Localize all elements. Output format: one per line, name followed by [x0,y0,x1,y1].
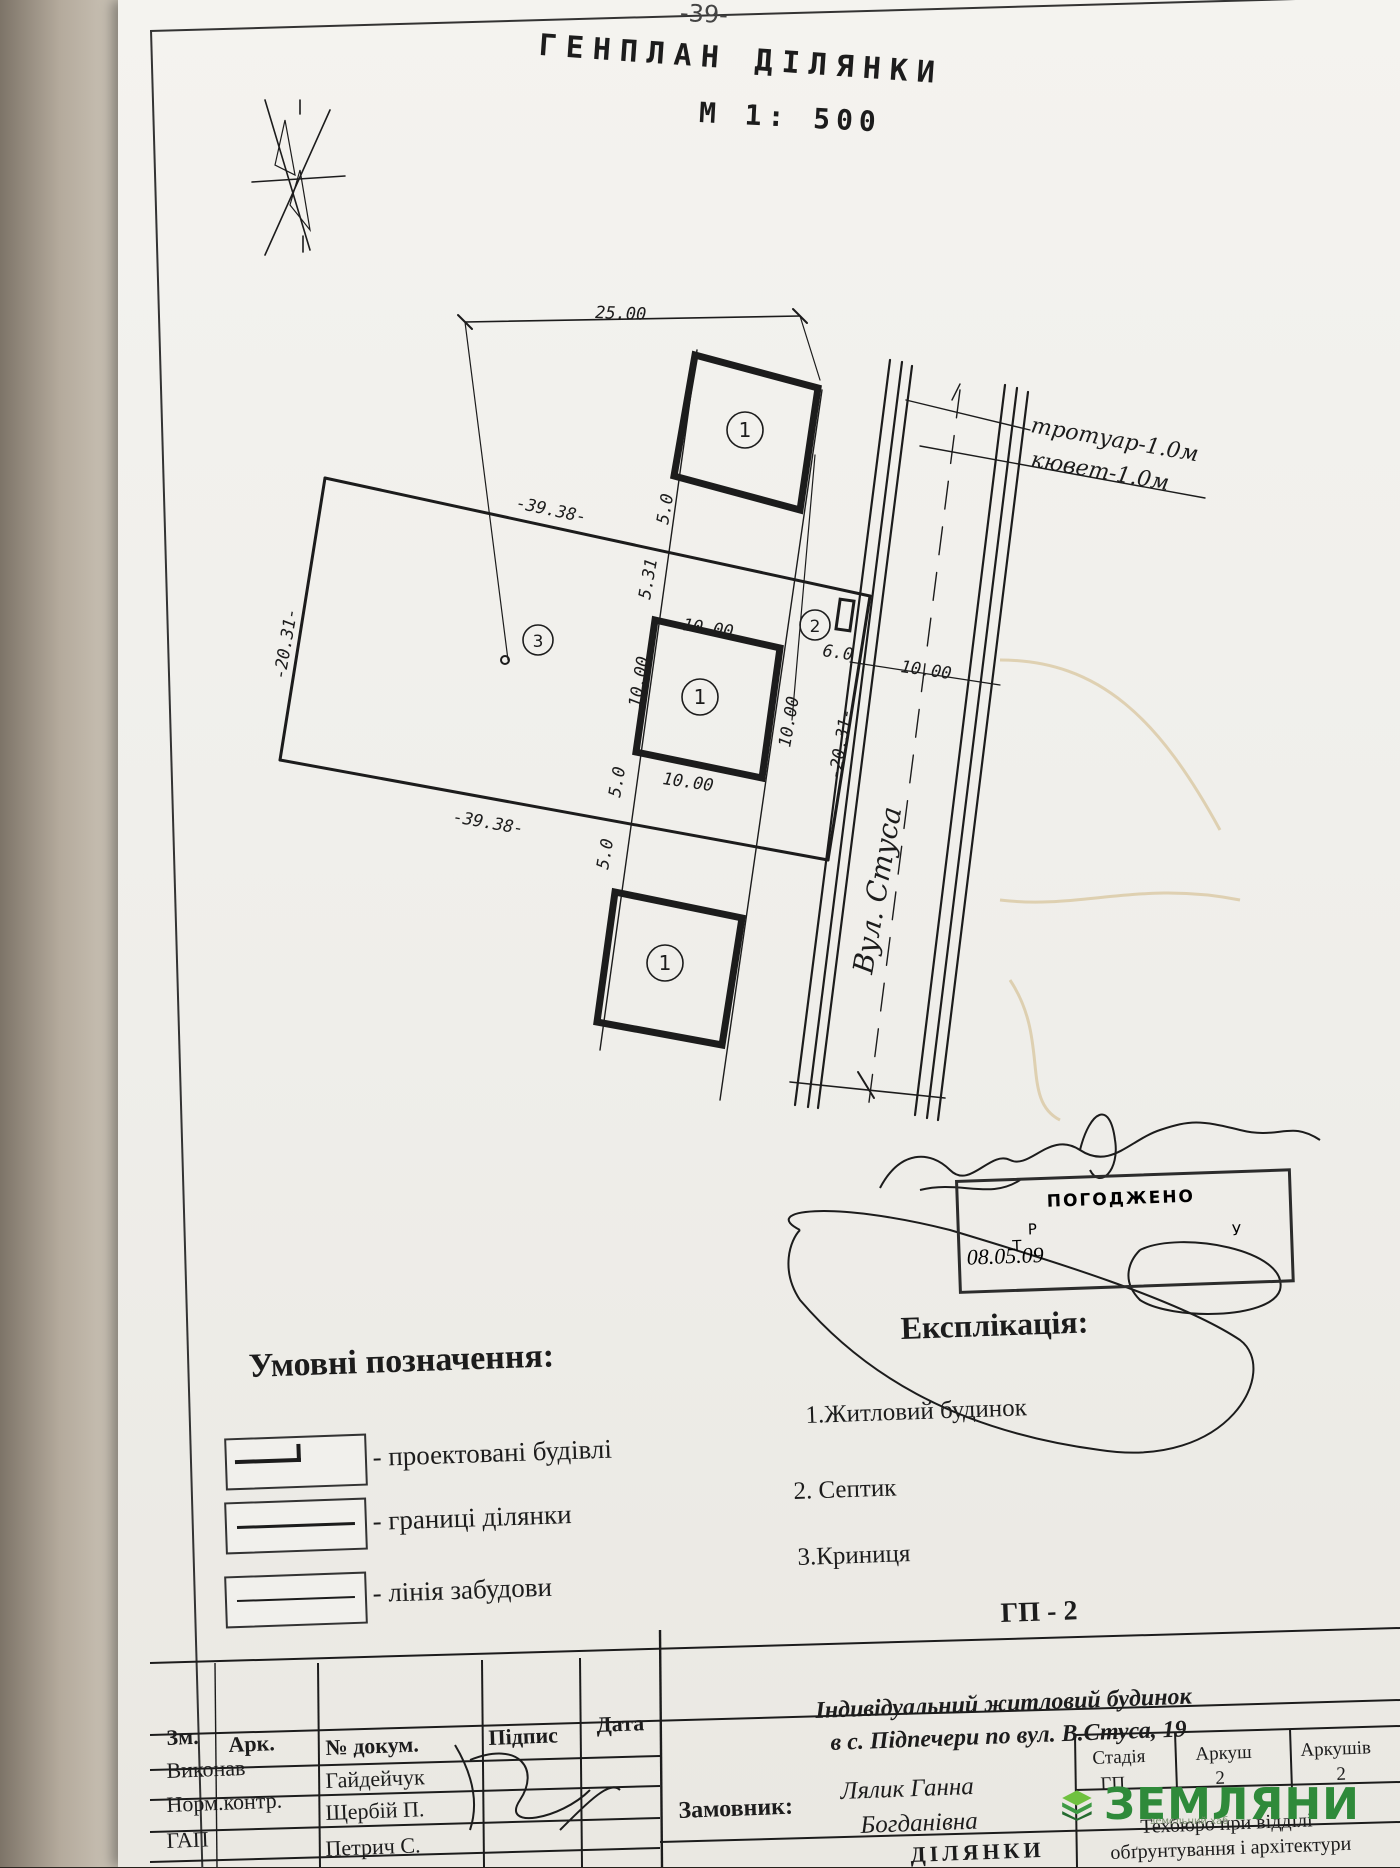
document-sheet [118,0,1400,1867]
customer-name-second: Богданівна [860,1807,979,1839]
customer-label: Замовник: [678,1793,794,1824]
bottom-title: ДІЛЯНКИ [910,1836,1046,1867]
header-sign: Підпис [488,1722,559,1750]
row-role-executed: Виконав [166,1754,246,1783]
header-ark: Арк. [228,1730,276,1757]
plot-boundary [278,476,872,862]
brand-watermark: ЗЕМЛЯНИ земельний хаб [1060,1762,1360,1846]
marker-house: 1 [739,418,752,442]
paper-stain [999,658,1241,1122]
dim-septic-offset: 6.0 [821,641,854,665]
marker-house: 1 [694,685,707,709]
houses [593,350,822,1050]
row-role-gap: ГАП [166,1826,210,1853]
row-name-gap: Петрич С. [325,1832,421,1861]
layers-logo-icon [1062,1790,1092,1821]
row-name-executed: Гайдейчук [325,1764,426,1793]
handwritten-signature [454,1113,1321,1831]
header-zm: Зм. [166,1723,200,1750]
marker-well: 3 [533,632,544,652]
header-date: Дата [596,1710,645,1737]
sheets-label: Аркушів [1300,1737,1372,1761]
north-arrow-icon [251,99,346,256]
marker-septic: 2 [810,617,821,637]
brand-tagline: земельний хаб [1150,1816,1229,1827]
row-name-normcontrol: Щербій П. [325,1796,425,1825]
marker-house: 1 [659,951,672,975]
customer-name-first: Лялик Ганна [840,1772,975,1805]
street [789,358,1030,1122]
dim-top-width: 25.00 [595,303,647,325]
header-doc: № докум. [325,1731,420,1760]
row-role-normcontrol: Норм.контр. [166,1787,283,1817]
brand-name: ЗЕМЛЯНИ [1103,1778,1360,1830]
